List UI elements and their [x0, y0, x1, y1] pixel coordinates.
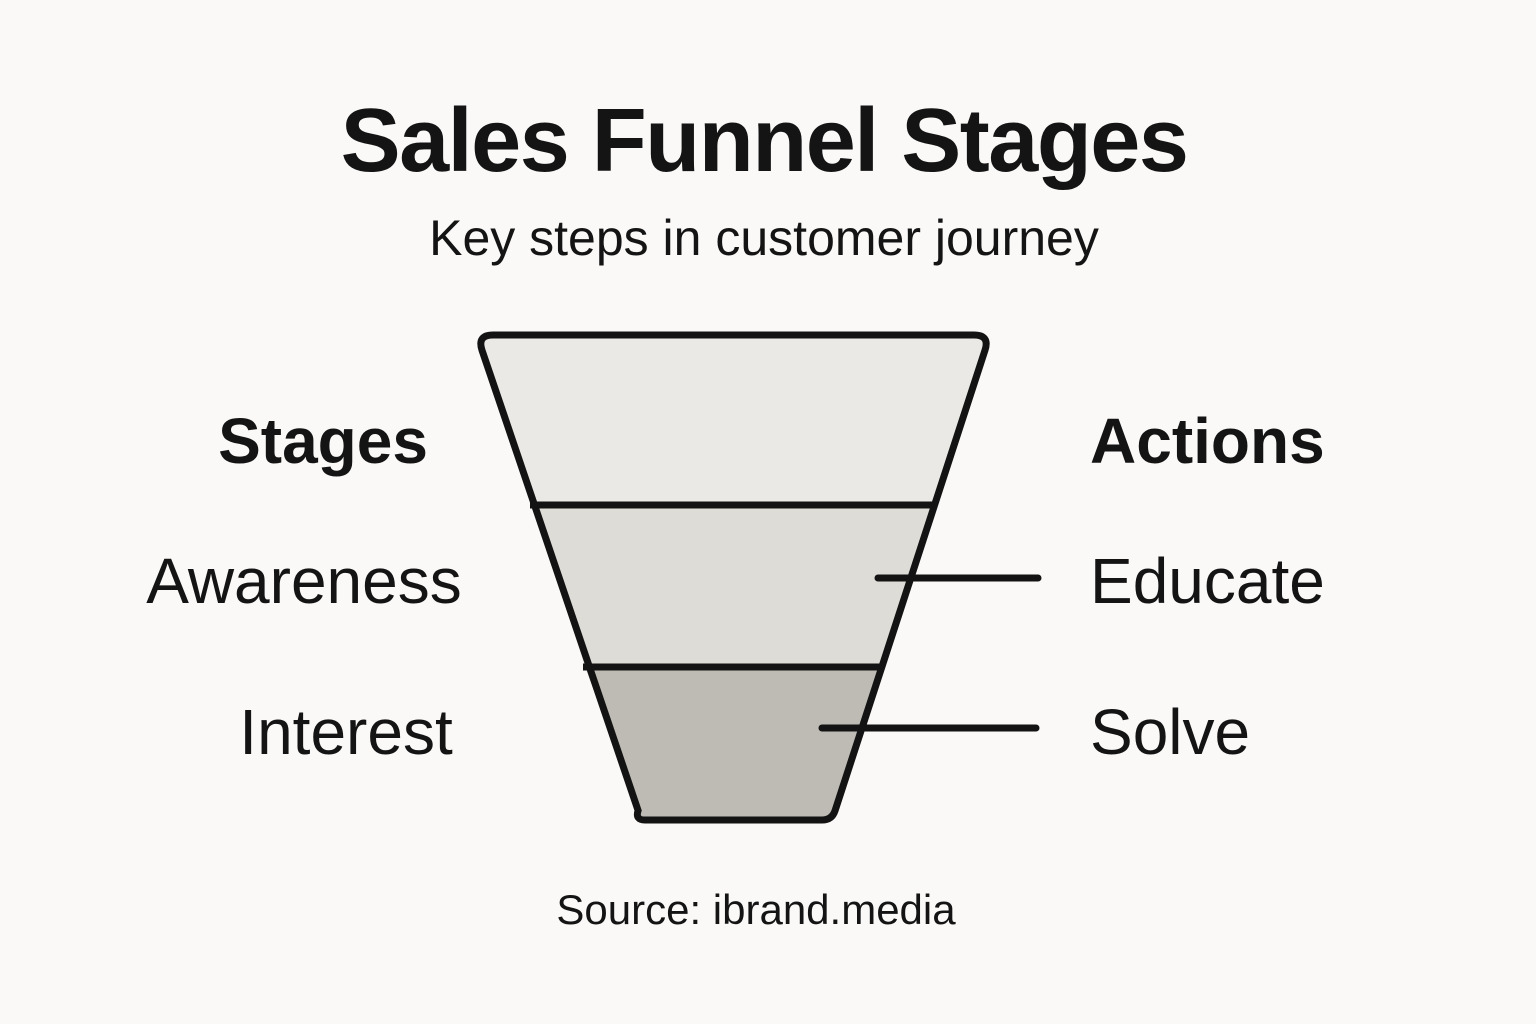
stages-column-heading: Stages: [218, 405, 428, 477]
funnel-segment-middle: [532, 505, 935, 667]
action-label-educate: Educate: [1090, 545, 1325, 617]
page-title: Sales Funnel Stages: [340, 91, 1189, 191]
funnel-outline: [477, 331, 990, 824]
funnel-segment-bottom: [585, 667, 882, 820]
stage-label-interest: Interest: [239, 696, 453, 768]
stage-label-awareness: Awareness: [146, 545, 462, 617]
source-attribution: Source: ibrand.media: [556, 886, 956, 933]
page-subtitle: Key steps in customer journey: [429, 210, 1099, 266]
actions-column-heading: Actions: [1090, 405, 1325, 477]
action-label-solve: Solve: [1090, 696, 1251, 768]
